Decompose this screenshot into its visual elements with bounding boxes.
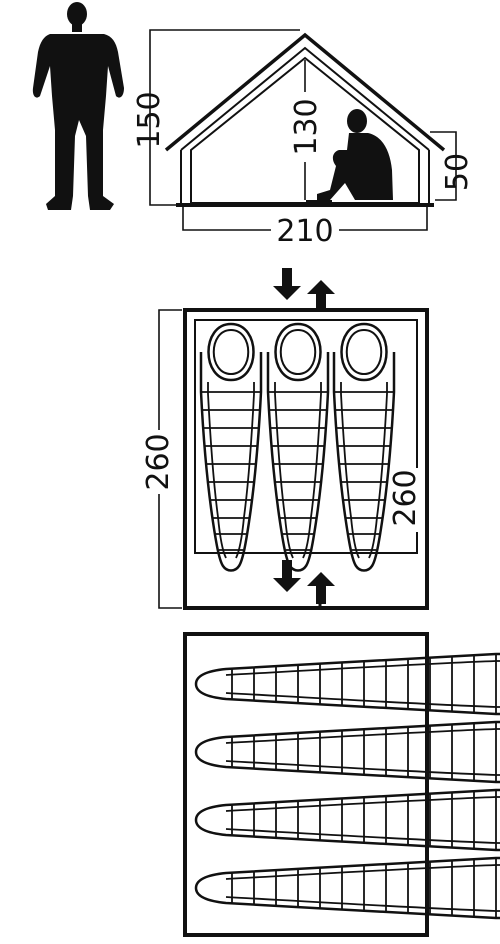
sleeping-bag-icon [332, 322, 396, 572]
dimension-line-total-height [149, 29, 300, 206]
door-arrows-icon [273, 268, 335, 312]
dimension-line-width [182, 207, 428, 231]
sleeping-bag-icon [194, 856, 500, 920]
sleeping-bag-icon [194, 652, 500, 716]
dimension-label-width: 210 [276, 214, 333, 249]
label-backdrop [393, 468, 423, 532]
dimension-line-wall-height [430, 131, 457, 201]
sleeping-bag-icon [194, 788, 500, 852]
top-view-three-person: 260 260 [141, 268, 429, 610]
tent-side-outline [164, 32, 446, 207]
standing-person-icon [32, 2, 124, 210]
sleeping-bag-icon [266, 322, 330, 572]
sleeping-bag-icon [199, 322, 263, 572]
seated-person-icon [306, 109, 393, 205]
side-view: 150 130 50 210 [32, 2, 475, 249]
dimension-label-total-height: 150 [132, 91, 167, 148]
tent-floor-inner [194, 319, 418, 554]
sleeping-bag-icon [194, 720, 500, 784]
dimension-label-inner-height: 130 [289, 98, 324, 155]
label-backdrop [150, 430, 170, 494]
dimension-label-outer-length: 260 [141, 433, 176, 490]
label-backdrop [286, 92, 324, 162]
top-view-four-person [183, 632, 500, 937]
dimension-label-wall-height: 50 [440, 153, 475, 191]
tent-floor-outer [183, 308, 429, 610]
tent-floor-outer [183, 632, 429, 937]
dimension-label-inner-length: 260 [388, 469, 423, 526]
